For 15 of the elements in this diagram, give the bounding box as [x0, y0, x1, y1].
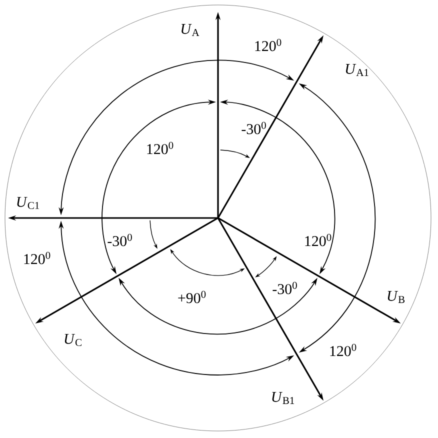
angle-label: 120$^{0}$: [147, 142, 174, 154]
angle-label: 120$^{0}$: [255, 38, 282, 52]
phasor-label: U$_{B}$: [388, 291, 405, 303]
angle-label: 120$^{0}$: [305, 234, 332, 246]
angle-label: -30$^{0}$: [108, 234, 132, 246]
phasor-label: U$_{A}$: [182, 24, 200, 36]
angle-label: -30$^{0}$: [272, 282, 297, 294]
phasor-label: U$_{A1}$: [346, 64, 368, 76]
phasor-label: U$_{B1}$: [272, 392, 294, 404]
phasor-label: U$_{C}$: [64, 334, 82, 346]
angle-label: +90$^{0}$: [178, 290, 206, 304]
angle-label: 120$^{0}$: [24, 252, 50, 264]
angle-label: -30$^{0}$: [242, 122, 266, 134]
phasor-label: U$_{C1}$: [17, 196, 40, 210]
angle-label: 120$^{0}$: [330, 344, 356, 356]
